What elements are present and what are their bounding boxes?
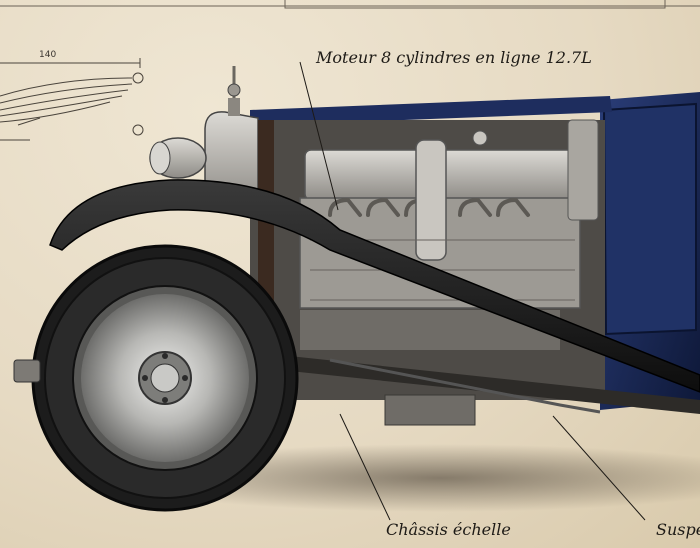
chassis-callout-label: Châssis échelle xyxy=(386,520,511,539)
car-body xyxy=(250,92,700,410)
leaf-spring-sketch xyxy=(0,58,144,141)
top-frame-lines xyxy=(0,0,700,9)
callout-leaders xyxy=(299,61,646,521)
headlamp xyxy=(149,137,207,179)
suspension-callout-label: Susper xyxy=(656,520,700,539)
bumper-mount xyxy=(13,359,41,383)
spring-dimension-label: 140 xyxy=(39,50,57,60)
front-wheel xyxy=(31,244,299,512)
front-fender xyxy=(49,179,700,393)
engine-callout-label: Moteur 8 cylindres en ligne 12.7L xyxy=(316,48,592,67)
